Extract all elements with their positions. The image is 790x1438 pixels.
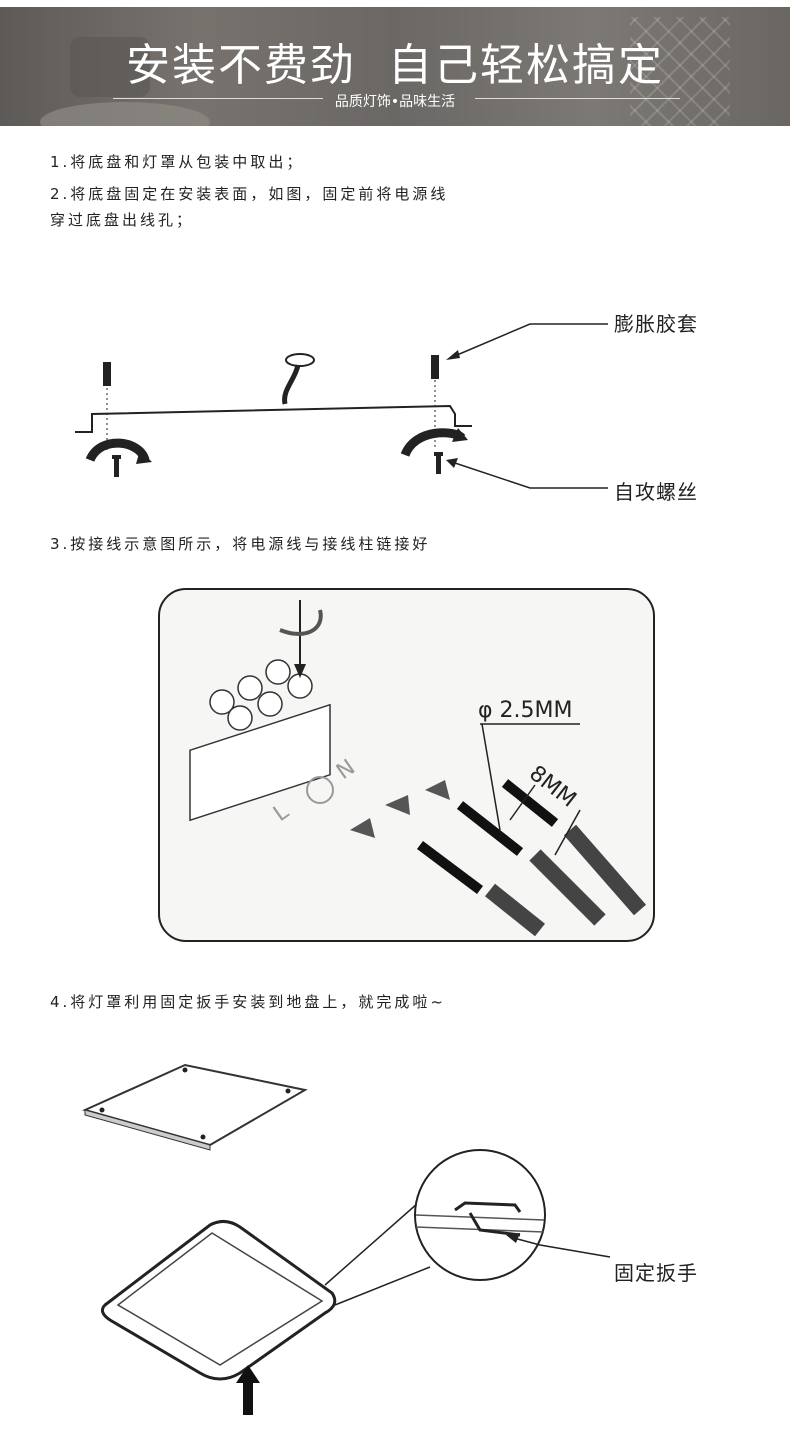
step-2-text: 2.将底盘固定在安装表面，如图，固定前将电源线 bbox=[50, 185, 449, 203]
wire-diameter-label: φ 2.5MM bbox=[478, 698, 572, 723]
step-3-text: 3.按接线示意图所示，将电源线与接线柱链接好 bbox=[50, 535, 431, 553]
step-1-text: 1.将底盘和灯罩从包装中取出； bbox=[50, 153, 305, 171]
wiring-diagram: L N φ 2.5MM 8MM bbox=[158, 588, 655, 942]
label-expansion-anchor: 膨胀胶套 bbox=[614, 312, 698, 336]
divider bbox=[475, 98, 680, 99]
header-banner: 安装不费劲 自己轻松搞定 品质灯饰•品味生活 bbox=[0, 7, 790, 126]
cover-installation-diagram bbox=[82, 1063, 611, 1415]
label-self-tapping-screw: 自攻螺丝 bbox=[614, 480, 698, 504]
banner-decor-lattice bbox=[630, 17, 730, 126]
banner-decor-sofa bbox=[70, 37, 150, 97]
divider bbox=[113, 98, 323, 99]
terminal-label-N: N bbox=[332, 755, 360, 785]
banner-subtitle: 品质灯饰•品味生活 bbox=[334, 94, 456, 110]
step-2-text-cont: 穿过底盘出线孔； bbox=[50, 211, 195, 229]
label-fixing-wrench: 固定扳手 bbox=[614, 1261, 698, 1285]
ground-symbol-icon bbox=[306, 776, 334, 804]
base-mounting-diagram bbox=[75, 323, 608, 489]
terminal-block-drawing: L N φ 2.5MM 8MM bbox=[189, 600, 647, 937]
terminal-label-L: L bbox=[269, 799, 294, 827]
banner-title: 安装不费劲 自己轻松搞定 bbox=[126, 40, 664, 91]
step-4-text: 4.将灯罩利用固定扳手安装到地盘上，就完成啦~ bbox=[50, 993, 446, 1011]
